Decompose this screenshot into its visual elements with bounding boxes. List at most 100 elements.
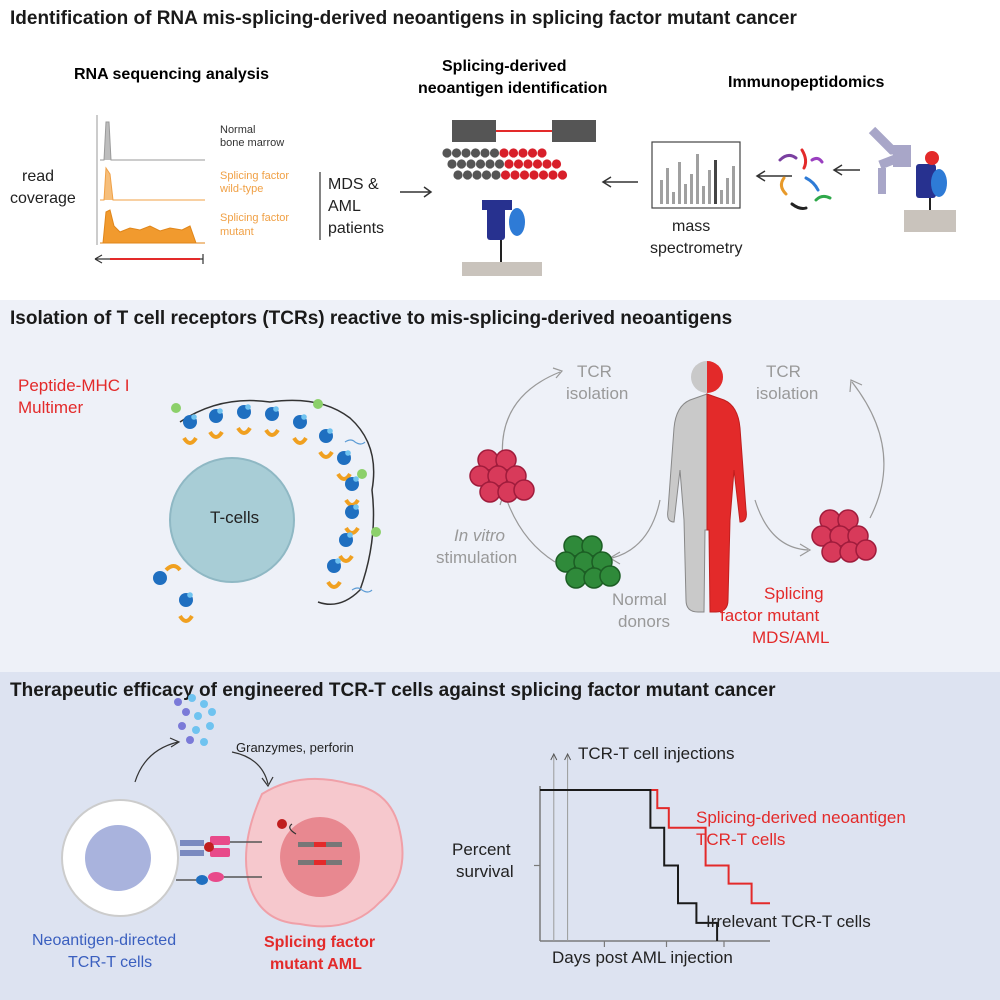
red-cell-cluster-left <box>469 449 535 503</box>
tcr-mhc-synapse-icon <box>176 836 262 885</box>
tcr-receptor <box>178 614 194 623</box>
granzyme-dots <box>174 694 216 746</box>
peptide-bead <box>548 170 558 180</box>
mutant-label-1: Splicing <box>764 584 824 603</box>
granzyme-dot <box>186 736 194 744</box>
tcr-isolation-right-2: isolation <box>756 384 819 403</box>
coverage-label: coverage <box>10 190 76 207</box>
mutant-label-3: MDS/AML <box>752 628 830 647</box>
peptide-bead <box>491 170 501 180</box>
cell <box>479 481 501 503</box>
granzyme-dot <box>200 738 208 746</box>
fluorophore-dot <box>371 527 381 537</box>
track1-label: Normal <box>220 124 256 136</box>
panel2-title: Isolation of T cell receptors (TCRs) rea… <box>10 308 733 329</box>
granzyme-dot <box>178 722 186 730</box>
track2-label-2: wild-type <box>220 183 264 195</box>
spectrum-bar <box>702 186 705 204</box>
neoid-heading-2: neoantigen identification <box>418 80 608 97</box>
peptide-bead <box>480 148 490 158</box>
cell <box>855 539 877 561</box>
y-axis-label-2: survival <box>456 862 514 881</box>
mhc-unit <box>153 571 167 585</box>
track3-label: Splicing factor <box>220 212 290 224</box>
peptide-bead <box>504 159 514 169</box>
aml-label-1: Splicing factor <box>264 934 376 951</box>
neoid-heading-1: Splicing-derived <box>442 58 567 75</box>
granzyme-dot <box>200 700 208 708</box>
spectrum-bar <box>678 162 681 204</box>
tcr-receptor <box>318 450 334 459</box>
pmhc-multimer-units <box>153 399 381 623</box>
multimer-backbone <box>179 399 375 605</box>
survival-chart <box>534 752 770 947</box>
peptide-bead <box>551 159 562 169</box>
granzymes-label: Granzymes, perforin <box>236 740 354 755</box>
peptide-fragments-icon <box>778 148 832 210</box>
injections-label: TCR-T cell injections <box>578 744 735 763</box>
panel3-title: Therapeutic efficacy of engineered TCR-T… <box>10 680 776 701</box>
peptide-bead <box>475 159 486 169</box>
peptide-dot <box>217 408 223 414</box>
peptide-bead <box>519 170 530 180</box>
panel3-graphics <box>61 694 770 947</box>
peptide-dot <box>245 404 251 410</box>
arrow-icon <box>755 170 792 182</box>
peptide-dot <box>353 504 359 510</box>
in-vitro-label: In vitro <box>454 526 506 545</box>
track2-label: Splicing factor <box>220 170 290 182</box>
granzyme-dot <box>206 722 214 730</box>
rnaseq-heading: RNA sequencing analysis <box>74 66 270 83</box>
peptide-bead <box>462 170 473 180</box>
arrow-icon <box>832 164 860 176</box>
t-cells-label: T-cells <box>210 508 260 527</box>
spectrum-bar <box>708 170 711 204</box>
peptide-beads <box>442 148 568 180</box>
human-body-icon <box>667 361 747 613</box>
legend-neoantigen-2: TCR-T cells <box>696 830 786 849</box>
immuno-heading: Immunopeptidomics <box>728 74 885 91</box>
peptide-bead <box>513 159 524 169</box>
peptide-bead <box>447 159 457 169</box>
peptide-bead <box>557 170 568 180</box>
spectrum-bar <box>672 192 675 204</box>
normal-donors-label-2: donors <box>618 612 670 631</box>
peptide-dot <box>273 406 279 412</box>
mutant-track <box>100 209 205 244</box>
fluorophore-dot <box>171 403 181 413</box>
injection-arrow <box>550 752 558 761</box>
peptide-bead <box>489 148 500 158</box>
stimulation-label: stimulation <box>436 548 518 567</box>
mass-spectrum-icon <box>651 141 741 209</box>
peptide-bead <box>485 159 495 169</box>
tcr-receptor <box>182 436 198 445</box>
tcr-receptor <box>208 430 224 439</box>
spectrum-bar <box>732 166 735 204</box>
peptide-bead <box>523 159 533 169</box>
spectrum-bar <box>726 178 729 204</box>
tcrt-label-2: TCR-T cells <box>68 954 153 971</box>
tcr-receptor <box>336 472 352 481</box>
peptide-bead <box>532 159 543 169</box>
peptide-bead <box>510 170 520 180</box>
tcr-receptor <box>164 564 182 572</box>
peptide-bead <box>494 159 505 169</box>
peptide-bead <box>472 170 482 180</box>
cell <box>599 565 621 587</box>
spectrum-bar <box>684 184 687 204</box>
tcr-receptor <box>264 428 280 437</box>
tcr-receptor <box>338 554 354 563</box>
legend-irrelevant: Irrelevant TCR-T cells <box>706 912 871 931</box>
injection-arrow <box>564 752 572 761</box>
fluorophore-dot <box>313 399 323 409</box>
peptide-bead <box>442 148 452 158</box>
legend-neoantigen-1: Splicing-derived neoantigen <box>696 808 906 827</box>
peptide-bead <box>456 159 467 169</box>
normal-track <box>100 121 205 161</box>
green-cell-cluster <box>555 535 621 589</box>
normal-donors-label-1: Normal <box>612 590 667 609</box>
panel1-graphics <box>94 115 956 276</box>
t-cell-icon <box>169 457 295 583</box>
coverage-tracks <box>94 115 321 264</box>
peptide-dot <box>347 532 353 538</box>
